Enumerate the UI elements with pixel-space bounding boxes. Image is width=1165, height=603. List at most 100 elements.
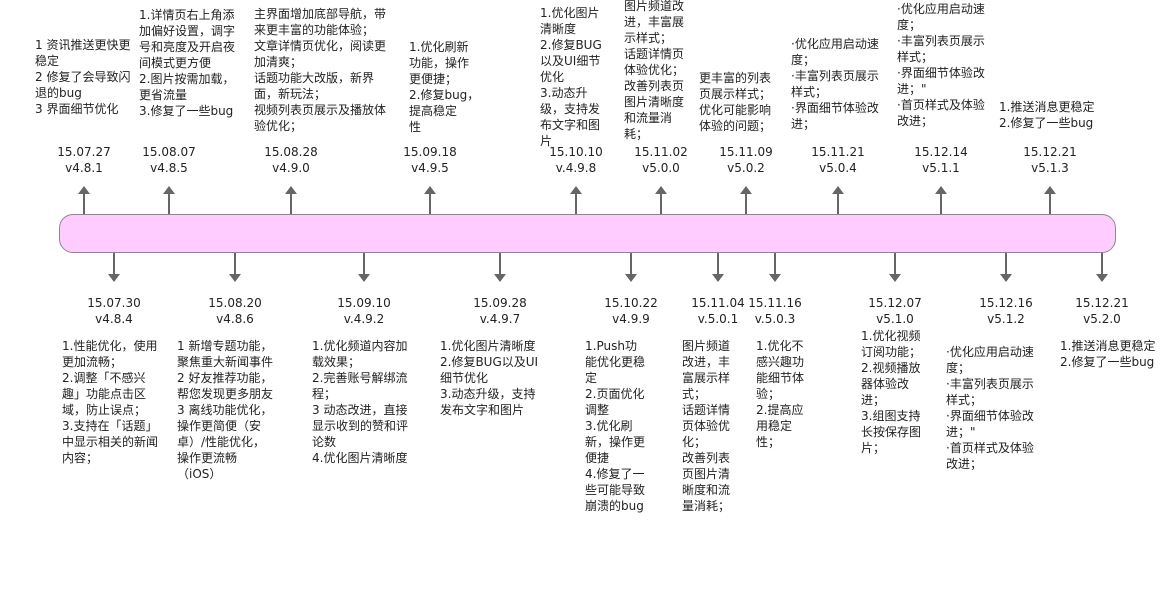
release-note-line: 页展示样式； (699, 87, 772, 101)
release-note-line: 器体验改 (861, 377, 910, 391)
timeline-bar (59, 214, 1116, 253)
arrow-head (1096, 274, 1108, 282)
release-note-line: 体验优化； (624, 63, 685, 77)
release-note-line: 趣」功能点击区 (62, 387, 147, 401)
release-notes-below-6: 1.优化不感兴趣功能细节体验；2.提高应用稳定性； (756, 338, 804, 450)
release-note-line: ·优化应用启动速 (897, 2, 985, 16)
arrow-shaft (234, 253, 236, 274)
arrow-down-below-2 (358, 253, 370, 282)
release-label-above-0: 15.07.27 v4.8.1 (24, 144, 144, 176)
release-version: v4.8.5 (150, 161, 188, 175)
release-date: 15.11.16 (748, 296, 802, 310)
release-note-line: 验； (756, 387, 781, 401)
arrow-down-below-1 (229, 253, 241, 282)
release-notes-below-7: 1.优化视频订阅功能；2.视频播放器体验改进；3.组图支持长按保存图片； (861, 328, 921, 456)
release-note-line: 样式； (791, 85, 828, 99)
arrow-shaft (575, 193, 577, 214)
arrow-shaft (1101, 253, 1103, 274)
release-note-line: 以及UI细节 (540, 54, 601, 68)
release-note-line: 进；" (946, 425, 976, 439)
release-note-line: 话题详情页 (624, 47, 685, 61)
release-note-line: ·优化应用启动速 (946, 345, 1034, 359)
arrow-up-above-8 (935, 186, 947, 214)
arrow-head (625, 274, 637, 282)
release-note-line: ·丰富列表页展示 (946, 377, 1034, 391)
arrow-down-below-9 (1096, 253, 1108, 282)
arrow-head (712, 274, 724, 282)
release-note-line: 1.优化不 (756, 339, 804, 353)
release-note-line: 页体验优 (682, 419, 731, 433)
release-note-line: 级，支持发 (540, 102, 601, 116)
arrow-head (935, 186, 947, 194)
release-note-line: ·首页样式及体验 (897, 98, 985, 112)
release-note-line: 程； (312, 387, 337, 401)
release-note-line: 和流量消 (624, 111, 673, 125)
release-note-line: 1.优化频道内容加 (312, 339, 408, 353)
release-date: 15.10.22 (604, 296, 658, 310)
release-note-line: 长按保存图 (861, 425, 922, 439)
release-notes-above-3: 1.优化刷新功能，操作更便捷；2.修复bug，提高稳定性 (409, 39, 479, 135)
arrow-head (229, 274, 241, 282)
release-note-line: 退的bug (35, 86, 82, 100)
release-note-line: 3 离线功能优化， (177, 403, 273, 417)
release-note-line: 中显示相关的新闻 (62, 435, 159, 449)
release-note-line: ·丰富列表页展示 (897, 34, 985, 48)
arrow-shaft (113, 253, 115, 274)
release-note-line: 提高稳定 (409, 104, 458, 118)
release-note-line: 化； (682, 435, 707, 449)
release-date: 15.09.28 (473, 296, 527, 310)
release-notes-above-6: 更丰富的列表页展示样式；优化可能影响体验的问题； (699, 70, 771, 134)
release-note-line: 改善列表 (682, 451, 731, 465)
release-note-line: 显示收到的赞和评 (312, 419, 409, 433)
arrow-head (285, 186, 297, 194)
release-note-line: 订阅功能； (861, 345, 922, 359)
release-version: v5.0.0 (642, 161, 680, 175)
release-note-line: 1.优化刷新 (409, 40, 469, 54)
release-notes-below-0: 1.性能优化，使用更加流畅；2.调整「不感兴趣」功能点击区域，防止误点；3.支持… (62, 338, 158, 466)
release-version: v.4.9.2 (343, 312, 385, 326)
arrow-head (740, 186, 752, 194)
release-date: 15.12.21 (1023, 145, 1077, 159)
arrow-shaft (630, 253, 632, 274)
release-date: 15.11.04 (691, 296, 745, 310)
release-note-line: ·界面细节体验改 (791, 101, 879, 115)
release-version: v4.9.0 (272, 161, 310, 175)
arrow-head (163, 186, 175, 194)
release-note-line: 2.修复了一些bug (1060, 355, 1155, 369)
release-note-line: 度； (791, 53, 816, 67)
release-note-line: 图片清晰度 (624, 95, 685, 109)
release-note-line: 样式； (946, 393, 983, 407)
release-note-line: 进；" (897, 82, 927, 96)
release-note-line: 2.视频播放 (861, 361, 921, 375)
arrow-head (1044, 186, 1056, 194)
release-note-line: 3.组图支持 (861, 409, 921, 423)
arrow-down-below-8 (1000, 253, 1012, 282)
arrow-shaft (894, 253, 896, 274)
release-note-line: 号和亮度及开启夜 (139, 40, 236, 54)
release-date: 15.07.27 (57, 145, 111, 159)
release-note-line: 性 (409, 120, 422, 134)
arrow-down-below-7 (889, 253, 901, 282)
release-note-line: 1.优化图片清晰度 (440, 339, 536, 353)
release-note-line: 操作更简便（安 (177, 419, 262, 433)
release-note-line: 1.优化视频 (861, 329, 921, 343)
release-version: v4.8.1 (65, 161, 103, 175)
release-note-line: 来更丰富的功能体验； (254, 23, 375, 37)
arrow-up-above-4 (570, 186, 582, 214)
release-version: v5.0.2 (727, 161, 765, 175)
arrow-up-above-3 (424, 186, 436, 214)
release-note-line: 2.修复了一些bug (999, 116, 1094, 130)
arrow-shaft (774, 253, 776, 274)
release-note-line: 2.页面优化 (585, 387, 645, 401)
release-note-line: 1.Push功 (585, 339, 637, 353)
release-date: 15.12.14 (914, 145, 968, 159)
arrow-shaft (837, 193, 839, 214)
release-note-line: 3.修复了一些bug (139, 104, 234, 118)
release-note-line: 改进； (897, 114, 934, 128)
